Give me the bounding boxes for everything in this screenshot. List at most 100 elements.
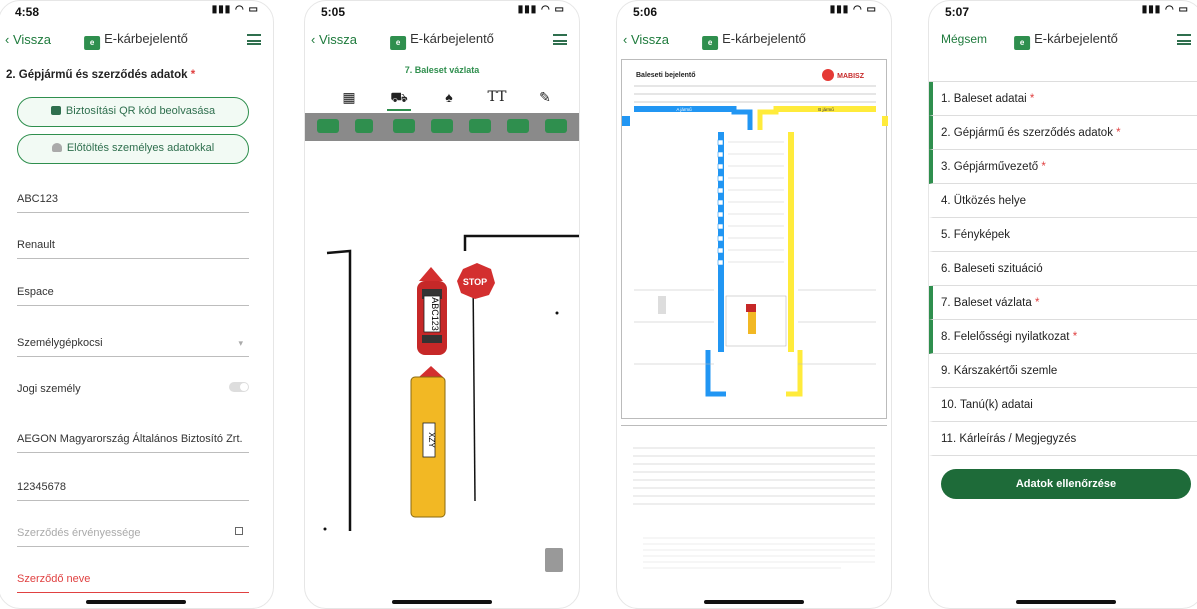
home-indicator bbox=[392, 600, 492, 604]
plate-field[interactable]: ABC123 bbox=[17, 191, 249, 213]
step-item[interactable]: 1. Baleset adatai * bbox=[929, 82, 1197, 116]
prefill-personal-button[interactable]: Előtöltés személyes adatokkal bbox=[17, 134, 249, 164]
stray-dot bbox=[323, 527, 327, 531]
step-item-label: 10. Tanú(k) adatai bbox=[941, 399, 1033, 411]
report-form-drawing: A jármű B jármű bbox=[622, 85, 888, 397]
tree-tool-icon[interactable]: ♠ bbox=[445, 89, 453, 105]
required-mark: * bbox=[1029, 93, 1035, 105]
back-label: Vissza bbox=[318, 32, 358, 47]
legal-entity-toggle[interactable] bbox=[229, 382, 249, 392]
tractor-trailer-icon[interactable] bbox=[507, 119, 529, 133]
step-item[interactable]: 9. Kárszakértői szemle bbox=[929, 354, 1197, 388]
prefill-label: Előtöltés személyes adatokkal bbox=[66, 142, 215, 154]
step-item-label: 11. Kárleírás / Megjegyzés bbox=[941, 433, 1077, 445]
sketch-canvas[interactable]: STOP ABC123 XZY bbox=[305, 141, 579, 581]
hamburger-menu-icon[interactable] bbox=[553, 34, 567, 45]
vehicle-type-select[interactable]: Személygépkocsi ▾ bbox=[17, 335, 249, 357]
step-item[interactable]: 10. Tanú(k) adatai bbox=[929, 388, 1197, 422]
make-field[interactable]: Renault bbox=[17, 237, 249, 259]
back-button[interactable]: ‹ Vissza bbox=[5, 32, 52, 47]
back-label: Vissza bbox=[12, 32, 52, 47]
sketch-drawing: STOP ABC123 XZY bbox=[323, 234, 579, 531]
step-item[interactable]: 6. Baleseti szituáció bbox=[929, 252, 1197, 286]
check-data-button[interactable]: Adatok ellenőrzése bbox=[941, 469, 1191, 499]
trolleybus-icon[interactable] bbox=[431, 119, 453, 133]
sketch-toolbar: ▦ ⛟ ♠ TT ✎ bbox=[305, 89, 579, 111]
stop-sign-icon[interactable]: STOP bbox=[457, 263, 495, 299]
required-mark: * bbox=[1041, 161, 1046, 173]
app-logo-icon: e bbox=[702, 36, 719, 50]
scan-qr-label: Biztosítási QR kód beolvasása bbox=[65, 105, 216, 117]
text-tool-icon[interactable]: TT bbox=[487, 89, 507, 105]
step-item[interactable]: 8. Felelősségi nyilatkozat * bbox=[929, 320, 1197, 354]
contractor-name-field[interactable]: Szerződő neve bbox=[17, 571, 249, 593]
contract-validity-placeholder: Szerződés érvényessége bbox=[17, 527, 141, 539]
motorcycle-icon[interactable] bbox=[355, 119, 373, 133]
road-edge-top bbox=[463, 234, 579, 251]
app-logo-icon: e bbox=[390, 36, 407, 50]
step-item-label: 3. Gépjárművezető bbox=[941, 161, 1039, 173]
mabisz-logo-icon bbox=[822, 69, 835, 81]
policy-number-field[interactable]: 12345678 bbox=[17, 479, 249, 501]
required-mark: * bbox=[190, 69, 196, 81]
yellow-bus[interactable]: XZY bbox=[410, 366, 446, 518]
step-item[interactable]: 5. Fényképek bbox=[929, 218, 1197, 252]
back-button[interactable]: ‹ Vissza bbox=[311, 32, 358, 47]
mabisz-logo: MABISZ bbox=[822, 69, 864, 81]
vehicle-tool-icon[interactable]: ⛟ bbox=[387, 89, 411, 111]
step-item[interactable]: 2. Gépjármű és szerződés adatok * bbox=[929, 116, 1197, 150]
legal-entity-label: Jogi személy bbox=[17, 383, 81, 395]
trash-icon[interactable] bbox=[545, 548, 563, 572]
section-title-text: 2. Gépjármű és szerződés adatok bbox=[6, 69, 188, 81]
model-field[interactable]: Espace bbox=[17, 284, 249, 306]
vehicle-b-label: B jármű bbox=[818, 107, 834, 112]
report-document-page-2[interactable] bbox=[621, 425, 887, 595]
back-button[interactable]: ‹ Vissza bbox=[623, 32, 670, 47]
step-item[interactable]: 4. Ütközés helye bbox=[929, 184, 1197, 218]
road-line-right bbox=[472, 274, 476, 502]
camera-icon bbox=[50, 106, 61, 115]
status-bar: 5:05 ▮▮▮ ◠ ▭ bbox=[305, 1, 579, 21]
step-item[interactable]: 3. Gépjárművezető * bbox=[929, 150, 1197, 184]
step-item-label: 8. Felelősségi nyilatkozat bbox=[941, 331, 1070, 343]
hamburger-menu-icon[interactable] bbox=[247, 34, 261, 45]
report-document-page[interactable]: Baleseti bejelentő MABISZ A jármű B járm… bbox=[621, 59, 888, 419]
step-item[interactable]: 7. Baleset vázlata * bbox=[929, 286, 1197, 320]
scan-qr-button[interactable]: Biztosítási QR kód beolvasása bbox=[17, 97, 249, 127]
bus-icon[interactable] bbox=[393, 119, 415, 133]
home-indicator bbox=[704, 600, 804, 604]
cancel-button[interactable]: Mégsem bbox=[941, 32, 988, 46]
traffic-light-tool-icon[interactable]: ▦ bbox=[342, 89, 356, 105]
required-mark: * bbox=[1034, 297, 1040, 309]
vehicle-type-value: Személygépkocsi bbox=[17, 337, 103, 349]
stop-sign-text: STOP bbox=[463, 277, 487, 287]
status-time: 5:07 bbox=[945, 5, 970, 19]
hamburger-menu-icon[interactable] bbox=[1177, 34, 1191, 45]
contract-validity-field[interactable]: Szerződés érvényessége bbox=[17, 525, 249, 547]
doc-title: Baleseti bejelentő bbox=[636, 72, 696, 79]
step-item-label: 5. Fényképek bbox=[941, 229, 1011, 241]
insurer-field[interactable]: AEGON Magyarország Általános Biztosító Z… bbox=[17, 431, 249, 453]
home-indicator bbox=[1016, 600, 1116, 604]
chevron-down-icon: ▾ bbox=[238, 338, 243, 348]
app-title-text: E-kárbejelentő bbox=[410, 31, 494, 46]
pen-tool-icon[interactable]: ✎ bbox=[539, 89, 551, 105]
step-item[interactable]: 11. Kárleírás / Megjegyzés bbox=[929, 422, 1197, 456]
truck-trailer-icon[interactable] bbox=[545, 119, 567, 133]
step-item-label: 6. Baleseti szituáció bbox=[941, 263, 1043, 275]
legal-entity-row: Jogi személy bbox=[17, 381, 249, 403]
car-icon[interactable] bbox=[317, 119, 339, 133]
step-item-label: 7. Baleset vázlata bbox=[941, 297, 1032, 309]
truck-icon[interactable] bbox=[469, 119, 491, 133]
status-icons: ▮▮▮ ◠ ▭ bbox=[829, 4, 877, 15]
home-indicator bbox=[86, 600, 186, 604]
red-car[interactable]: ABC123 bbox=[417, 267, 447, 355]
